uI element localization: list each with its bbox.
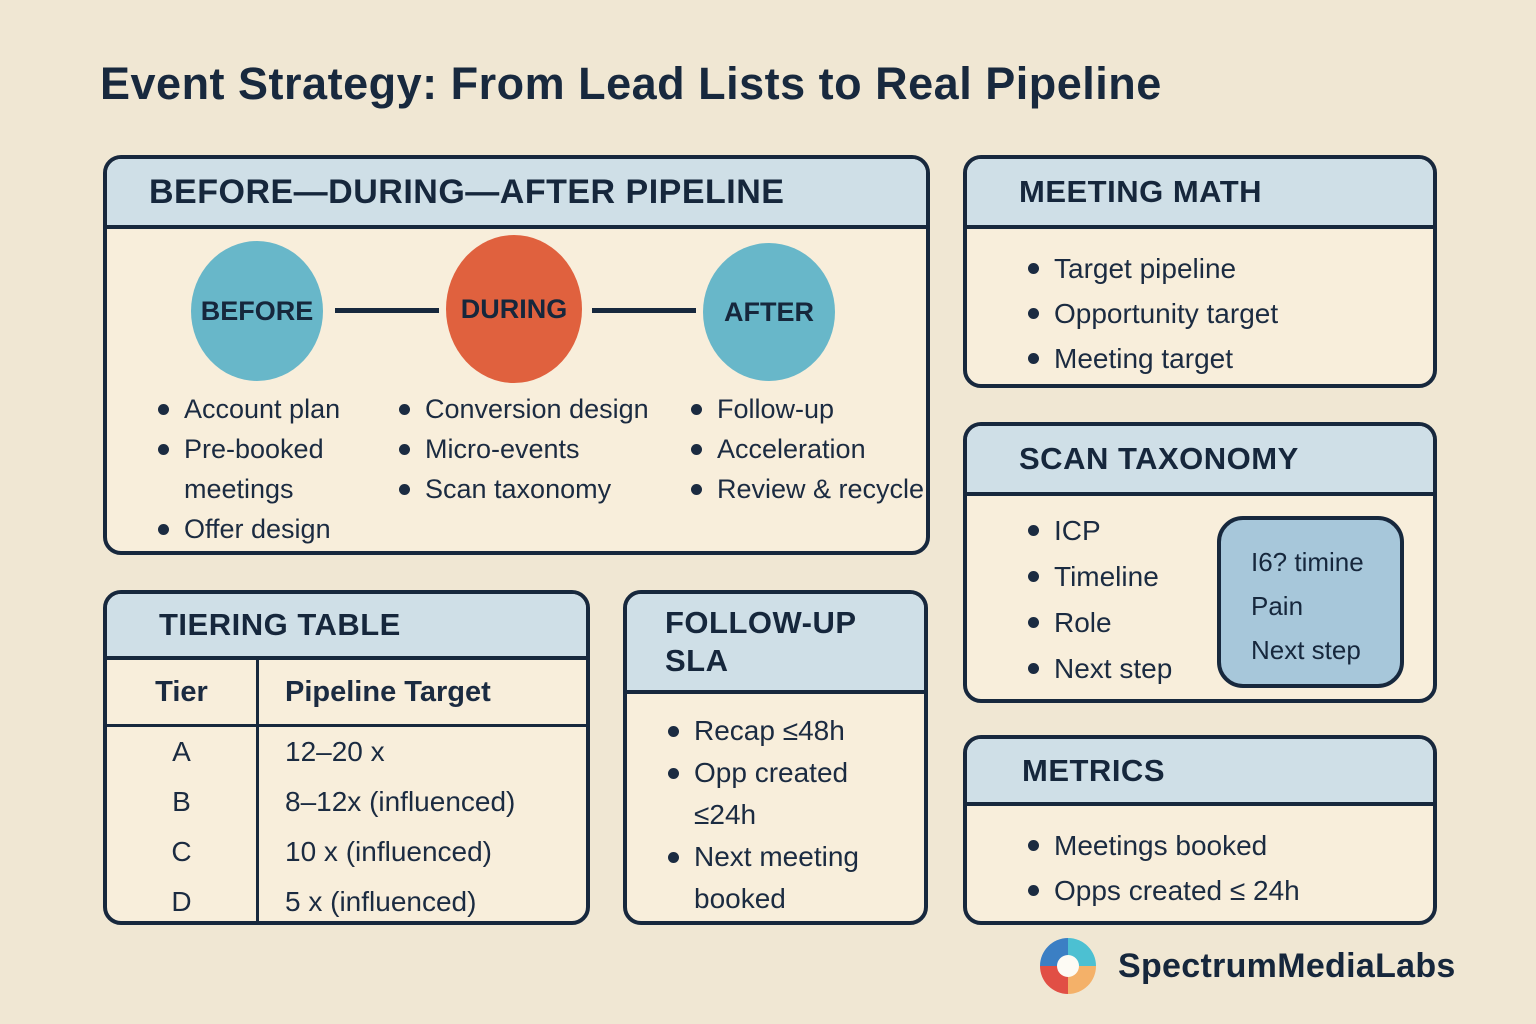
callout-line: I6? timine — [1251, 547, 1364, 577]
callout-line: Next step — [1251, 635, 1361, 665]
list-item: Account plan — [152, 389, 384, 429]
tiering-table-panel: TIERING TABLE Tier Pipeline Target A 12–… — [103, 590, 590, 925]
meeting-math-header: MEETING MATH — [967, 159, 1433, 229]
list-item: Meeting target — [1022, 336, 1422, 381]
tiering-table-title: TIERING TABLE — [159, 607, 401, 642]
list-item: Recap ≤48h — [662, 710, 874, 752]
list-item: Meetings booked — [1022, 823, 1422, 868]
spectrum-wheel-logo-icon — [1040, 938, 1096, 994]
callout-line: Pain — [1251, 591, 1304, 621]
column-header-pipeline-target: Pipeline Target — [259, 660, 586, 727]
scan-taxonomy-callout-box: I6? timine Pain Next step — [1217, 516, 1404, 688]
table-row-target: 5 x (influenced) — [285, 886, 477, 917]
meeting-math-list: Target pipeline Opportunity target Meeti… — [1022, 246, 1422, 381]
table-row-tier: D — [107, 877, 259, 921]
table-row-tier: C — [107, 827, 259, 877]
metrics-panel: METRICS Meetings booked Opps created ≤ 2… — [963, 735, 1437, 925]
table-row-target: 12–20 x — [285, 736, 385, 767]
scan-taxonomy-title: SCAN TAXONOMY — [1019, 441, 1299, 476]
follow-up-sla-header: FOLLOW-UP SLA — [627, 594, 924, 694]
list-item: Acceleration — [685, 429, 926, 469]
table-row-target: 10 x (influenced) — [285, 836, 493, 867]
metrics-title: METRICS — [1022, 752, 1165, 788]
during-item-list: Conversion design Micro-events Scan taxo… — [393, 389, 681, 509]
follow-up-sla-title: FOLLOW-UP SLA — [665, 605, 856, 678]
list-item: Conversion design — [393, 389, 681, 429]
list-item: Opportunity target — [1022, 291, 1422, 336]
list-item: Timeline — [1022, 554, 1242, 600]
list-item: Target pipeline — [1022, 246, 1422, 291]
table-row-target: 8–12x (influenced) — [285, 786, 516, 817]
after-item-list: Follow-up Acceleration Review & recycle — [685, 389, 926, 509]
scan-taxonomy-header: SCAN TAXONOMY — [967, 426, 1433, 496]
pipeline-panel: BEFORE—DURING—AFTER PIPELINE BEFORE DURI… — [103, 155, 930, 555]
page-title: Event Strategy: From Lead Lists to Real … — [100, 58, 1162, 109]
meeting-math-panel: MEETING MATH Target pipeline Opportunity… — [963, 155, 1437, 388]
follow-up-sla-panel: FOLLOW-UP SLA Recap ≤48h Opp created ≤24… — [623, 590, 928, 925]
meeting-math-title: MEETING MATH — [1019, 174, 1263, 209]
pipeline-panel-header: BEFORE—DURING—AFTER PIPELINE — [107, 159, 926, 229]
metrics-list: Meetings booked Opps created ≤ 24h — [1022, 823, 1422, 913]
stage-circle-before: BEFORE — [191, 241, 323, 381]
metrics-header: METRICS — [967, 739, 1433, 806]
follow-up-sla-list: Recap ≤48h Opp created ≤24h Next meeting… — [662, 710, 874, 920]
list-item: Opps created ≤ 24h — [1022, 868, 1422, 913]
brand-footer: SpectrumMediaLabs — [1040, 938, 1456, 994]
stage-connector-line — [335, 308, 439, 313]
tiering-table-header: TIERING TABLE — [107, 594, 586, 660]
list-item: Next meeting booked — [662, 836, 874, 920]
stage-label-before: BEFORE — [200, 295, 314, 326]
pipeline-panel-title: BEFORE—DURING—AFTER PIPELINE — [149, 172, 785, 211]
list-item: Opp created ≤24h — [662, 752, 874, 836]
list-item: Scan taxonomy — [393, 469, 681, 509]
stage-connector-line — [592, 308, 696, 313]
list-item: Next step — [1022, 646, 1242, 692]
column-header-tier: Tier — [107, 660, 259, 727]
brand-name: SpectrumMediaLabs — [1118, 946, 1456, 985]
table-row-tier: A — [107, 727, 259, 777]
stage-circle-during: DURING — [446, 235, 582, 383]
stage-label-during: DURING — [460, 293, 568, 324]
list-item: Pre-booked meetings — [152, 429, 384, 509]
stage-label-after: AFTER — [724, 296, 814, 327]
list-item: Follow-up — [685, 389, 926, 429]
scan-taxonomy-list: ICP Timeline Role Next step — [1022, 508, 1242, 692]
list-item: Review & recycle — [685, 469, 926, 509]
list-item: ICP — [1022, 508, 1242, 554]
list-item: Role — [1022, 600, 1242, 646]
stage-circle-after: AFTER — [703, 243, 835, 381]
list-item: Offer design — [152, 509, 384, 549]
before-item-list: Account plan Pre-booked meetings Offer d… — [152, 389, 384, 549]
list-item: Micro-events — [393, 429, 681, 469]
scan-taxonomy-panel: SCAN TAXONOMY ICP Timeline Role Next ste… — [963, 422, 1437, 703]
tiering-table: Tier Pipeline Target A 12–20 x B 8–12x (… — [107, 660, 586, 921]
table-row-tier: B — [107, 777, 259, 827]
